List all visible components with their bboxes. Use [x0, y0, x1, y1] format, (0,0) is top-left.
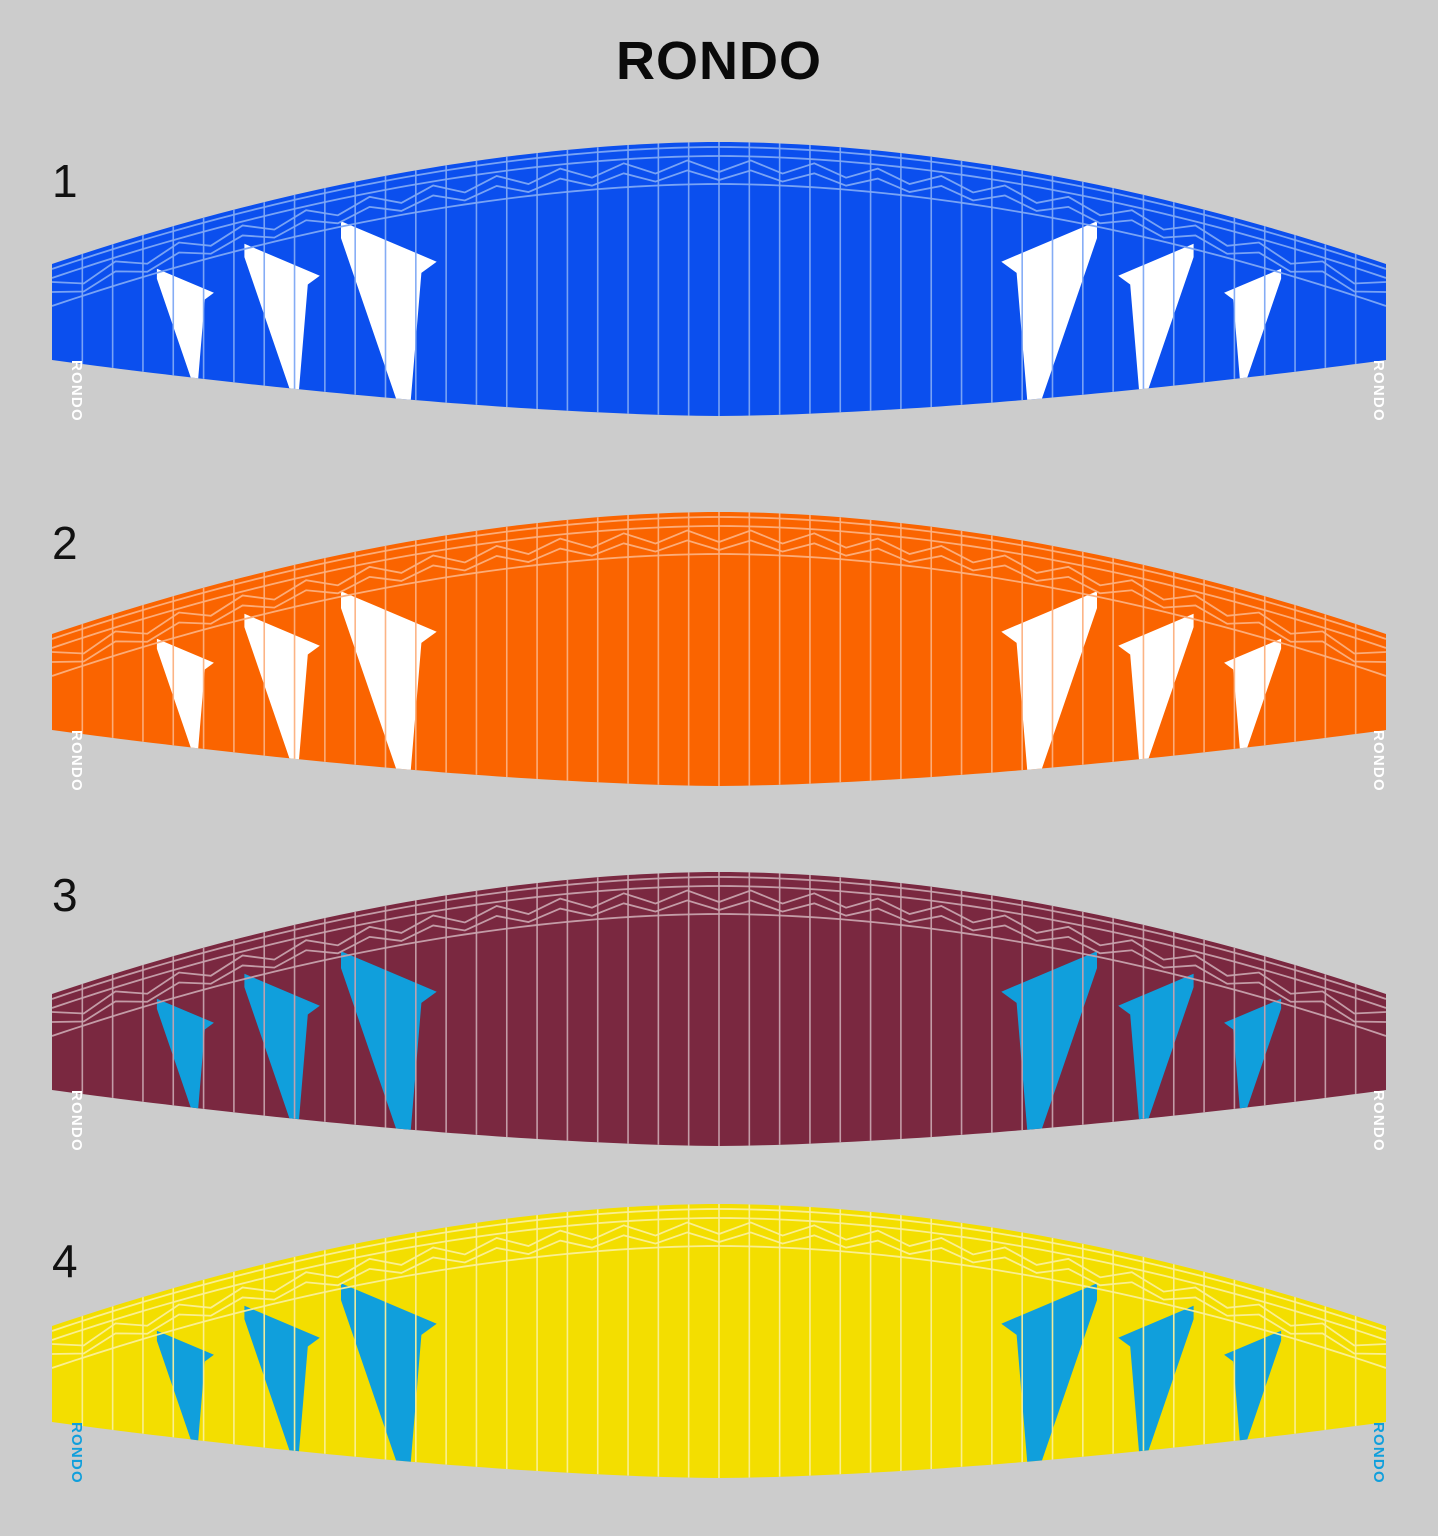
seam-lines	[52, 1208, 1386, 1369]
tip-logo-group: RONDO RONDO	[68, 730, 1387, 792]
pennant-right-mid	[1118, 973, 1194, 1142]
wing-number-label: 1	[52, 155, 78, 207]
pennant-left-mid	[244, 1305, 320, 1474]
pennant-left-outer	[156, 998, 214, 1126]
seam-lines	[52, 876, 1386, 1037]
pennant-right-mid	[1118, 1305, 1194, 1474]
tip-logo-right: RONDO	[1370, 360, 1387, 422]
rib-lines	[81, 512, 1357, 786]
wing-number-label: 4	[52, 1235, 78, 1287]
wing-number-label: 2	[52, 517, 78, 569]
pennant-left-inner	[341, 221, 437, 416]
seam-lines	[52, 516, 1386, 677]
pennant-left-outer	[156, 638, 214, 766]
pennant-right-inner	[1001, 591, 1097, 786]
pennant-right-inner	[1001, 221, 1097, 416]
pennant-right-outer	[1224, 998, 1282, 1126]
pennant-group	[156, 591, 1282, 786]
tip-logo-group: RONDO RONDO	[68, 360, 1387, 422]
pennant-right-mid	[1118, 243, 1194, 412]
pennant-left-mid	[244, 243, 320, 412]
wing-row-3[interactable]: 3 RONDO RONDO	[0, 858, 1438, 1198]
pennant-group	[156, 221, 1282, 416]
pennant-left-inner	[341, 951, 437, 1146]
tip-logo-left: RONDO	[68, 1422, 85, 1484]
wing-canopy-1[interactable]: RONDO RONDO	[0, 128, 1438, 468]
rib-lines	[81, 872, 1357, 1146]
pennant-right-outer	[1224, 638, 1282, 766]
pennant-left-mid	[244, 613, 320, 782]
wing-row-1[interactable]: 1 RONDO RONDO	[0, 128, 1438, 468]
wing-row-2[interactable]: 2 RONDO RONDO	[0, 498, 1438, 838]
pennant-left-inner	[341, 591, 437, 786]
tip-logo-right: RONDO	[1370, 730, 1387, 792]
tip-logo-group: RONDO RONDO	[68, 1422, 1387, 1484]
wing-canopy-3[interactable]: RONDO RONDO	[0, 858, 1438, 1198]
tip-logo-right: RONDO	[1370, 1090, 1387, 1152]
tip-logo-left: RONDO	[68, 1090, 85, 1152]
tip-logo-group: RONDO RONDO	[68, 1090, 1387, 1152]
pennant-left-inner	[341, 1283, 437, 1478]
tip-logo-right: RONDO	[1370, 1422, 1387, 1484]
pennant-left-mid	[244, 973, 320, 1142]
pennant-right-inner	[1001, 951, 1097, 1146]
tip-logo-left: RONDO	[68, 360, 85, 422]
wing-canopy-2[interactable]: RONDO RONDO	[0, 498, 1438, 838]
pennant-group	[156, 951, 1282, 1146]
pennant-right-outer	[1224, 1330, 1282, 1458]
pennant-group	[156, 1283, 1282, 1478]
pennant-left-outer	[156, 1330, 214, 1458]
pennant-right-mid	[1118, 613, 1194, 782]
tip-logo-left: RONDO	[68, 730, 85, 792]
wing-row-4[interactable]: 4 RONDO RONDO	[0, 1190, 1438, 1530]
pennant-right-inner	[1001, 1283, 1097, 1478]
pennant-left-outer	[156, 268, 214, 396]
seam-lines	[52, 146, 1386, 307]
wing-number-label: 3	[52, 869, 78, 921]
pennant-right-outer	[1224, 268, 1282, 396]
wing-canopy-4[interactable]: RONDO RONDO	[0, 1190, 1438, 1530]
page-title: RONDO	[616, 31, 822, 91]
